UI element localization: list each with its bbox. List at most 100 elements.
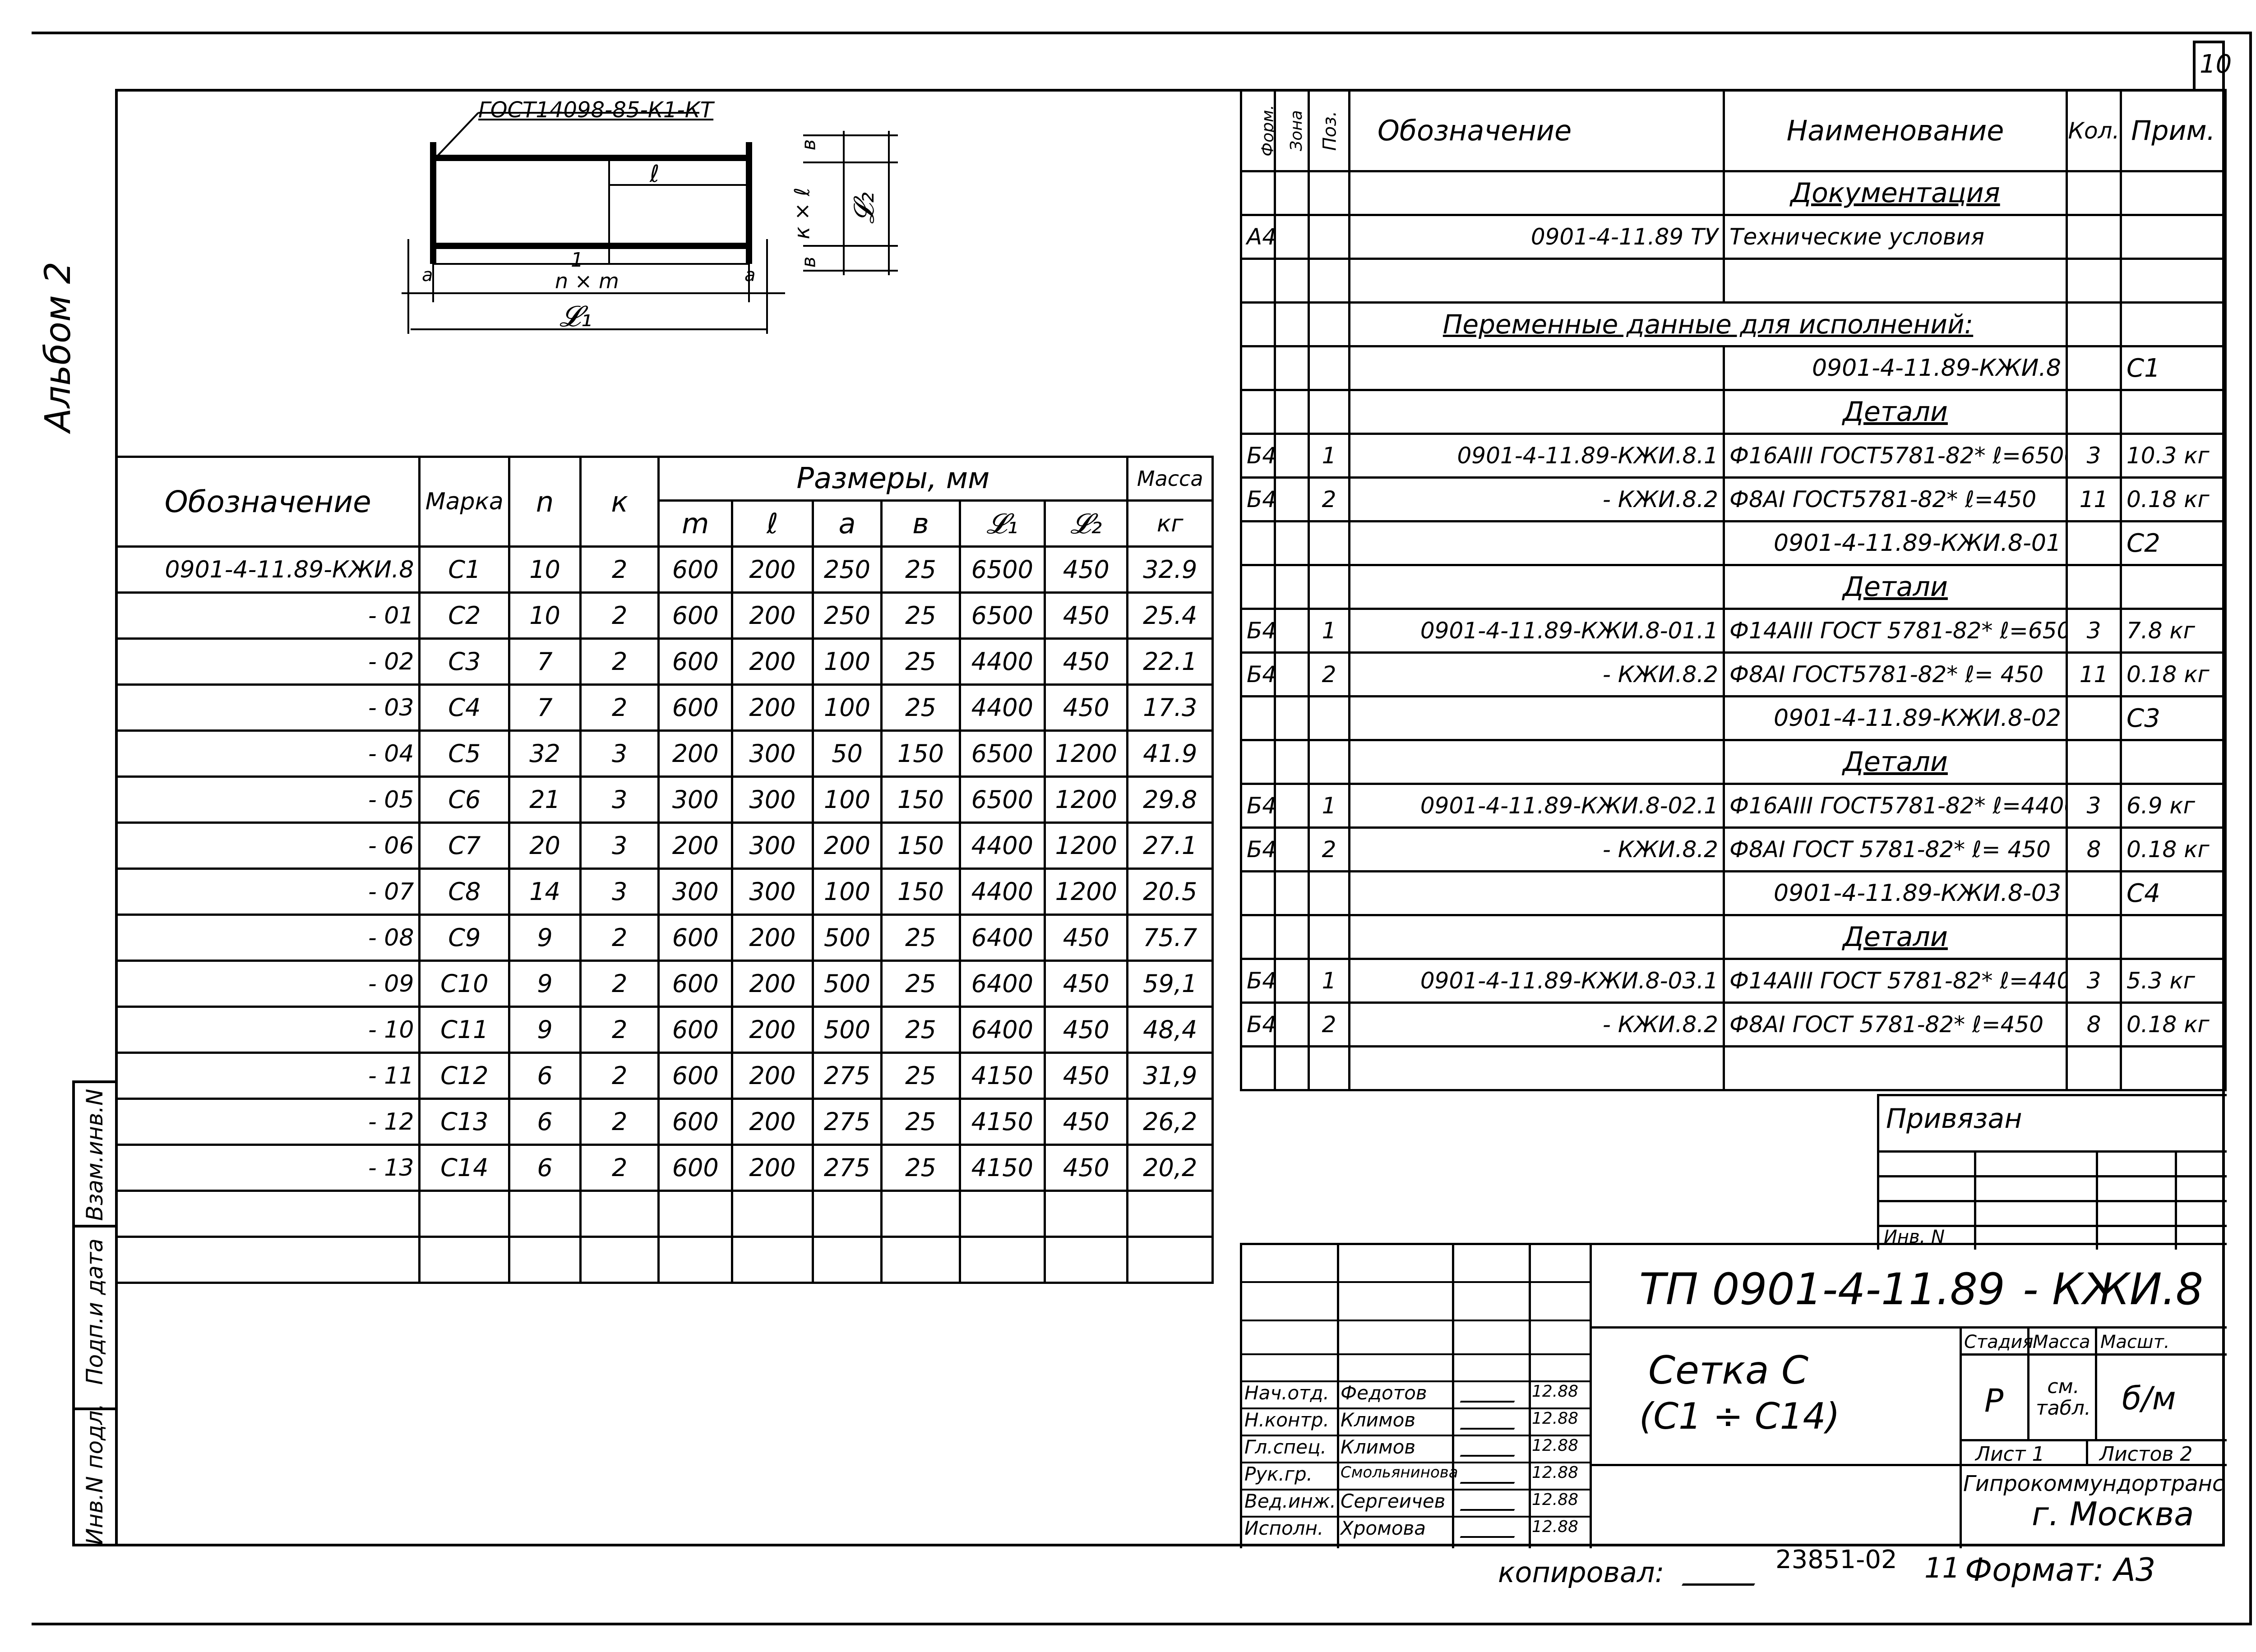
table-cell: 500 bbox=[811, 914, 883, 962]
col-head-k: к bbox=[579, 456, 660, 548]
table-cell: 200 bbox=[657, 821, 734, 870]
sub-head-m: m bbox=[657, 499, 734, 548]
spec-cell bbox=[2066, 520, 2122, 566]
table-cell: 25 bbox=[880, 960, 961, 1008]
table-cell: 1200 bbox=[1044, 821, 1129, 870]
table-cell: 21 bbox=[508, 775, 582, 824]
table-cell: 6400 bbox=[958, 914, 1046, 962]
spec-cell: - КЖИ.8.2 bbox=[1348, 1001, 1725, 1047]
table-cell: С2 bbox=[418, 591, 511, 640]
table-cell: 450 bbox=[1044, 591, 1129, 640]
table-cell: 200 bbox=[731, 914, 814, 962]
table-cell: 600 bbox=[657, 545, 734, 594]
table-cell: 450 bbox=[1044, 1098, 1129, 1146]
table-cell: 300 bbox=[657, 775, 734, 824]
staff-date: 12.88 bbox=[1532, 1436, 1579, 1455]
table-cell: 2 bbox=[579, 1144, 660, 1192]
table-cell: 2 bbox=[579, 683, 660, 732]
table-cell: 6400 bbox=[958, 1006, 1046, 1054]
staff-name: Смольянинова bbox=[1341, 1463, 1458, 1481]
table-cell: 6500 bbox=[958, 775, 1046, 824]
table-cell: 9 bbox=[508, 914, 582, 962]
table-cell: - 13 bbox=[115, 1144, 421, 1192]
spec-cell bbox=[1274, 301, 1310, 347]
spec-cell: 3 bbox=[2066, 608, 2122, 654]
table-cell: 600 bbox=[657, 1006, 734, 1054]
spec-cell bbox=[2120, 214, 2227, 260]
sub-head-l: ℓ bbox=[731, 499, 814, 548]
spec-cell bbox=[2120, 1045, 2227, 1091]
spec-cell: С1 bbox=[2120, 345, 2227, 391]
sub-head-b: в bbox=[880, 499, 961, 548]
table-cell: - 06 bbox=[115, 821, 421, 870]
table-cell: 2 bbox=[579, 914, 660, 962]
table-cell: 32 bbox=[508, 729, 582, 778]
spec-cell bbox=[1274, 389, 1310, 435]
spec-cell bbox=[1308, 214, 1350, 260]
table-cell: 20,2 bbox=[1126, 1144, 1214, 1192]
spec-cell: Технические условия bbox=[1723, 214, 2068, 260]
table-cell: С14 bbox=[418, 1144, 511, 1192]
mesh-drawing bbox=[402, 112, 898, 334]
table-cell: 275 bbox=[811, 1144, 883, 1192]
spec-cell: Б4 bbox=[1240, 608, 1276, 654]
table-cell: - 05 bbox=[115, 775, 421, 824]
copy-sheet: 11 bbox=[1924, 1551, 1960, 1584]
spec-cell: Б4 bbox=[1240, 1001, 1276, 1047]
table-cell: 9 bbox=[508, 960, 582, 1008]
frame-top bbox=[115, 89, 2224, 92]
spec-cell bbox=[1308, 345, 1350, 391]
spec-row: Детали bbox=[1240, 389, 2227, 435]
spec-cell bbox=[1274, 739, 1310, 785]
spec-cell: 2 bbox=[1308, 651, 1350, 697]
spec-cell: 0.18 кг bbox=[2120, 651, 2227, 697]
staff-signature bbox=[1460, 1442, 1521, 1457]
table-cell: 4400 bbox=[958, 637, 1046, 686]
table-cell: 275 bbox=[811, 1052, 883, 1100]
table-cell: 450 bbox=[1044, 545, 1129, 594]
spec-cell bbox=[2066, 345, 2122, 391]
spec-cell: 2 bbox=[1308, 826, 1350, 872]
table-cell: 2 bbox=[579, 1052, 660, 1100]
spec-cell bbox=[1348, 170, 1725, 216]
dim-label-kxl: к × ℓ bbox=[790, 187, 814, 240]
dim-label-one: 1 bbox=[571, 249, 583, 272]
table-cell: 250 bbox=[811, 591, 883, 640]
spec-cell bbox=[1308, 301, 1350, 347]
table-cell: 25 bbox=[880, 683, 961, 732]
spec-cell: Ф8АI ГОСТ 5781-82* ℓ=450 bbox=[1723, 1001, 2068, 1047]
doc-code: ТП 0901-4-11.89 bbox=[1639, 1264, 2005, 1315]
table-cell: 4150 bbox=[958, 1144, 1046, 1192]
spec-cell: 0901-4-11.89-КЖИ.8-01 bbox=[1723, 520, 2068, 566]
table-cell: - 01 bbox=[115, 591, 421, 640]
table-cell: 3 bbox=[579, 821, 660, 870]
spec-cell bbox=[2066, 258, 2122, 304]
spec-cell: 0.18 кг bbox=[2120, 476, 2227, 522]
table-cell: 4400 bbox=[958, 868, 1046, 916]
table-cell: 2 bbox=[579, 637, 660, 686]
table-cell: 200 bbox=[731, 1144, 814, 1192]
spec-cell bbox=[1348, 520, 1725, 566]
spec-cell: 1 bbox=[1308, 958, 1350, 1004]
spec-cell: Б4 bbox=[1240, 783, 1276, 829]
spec-cell: Б4 bbox=[1240, 651, 1276, 697]
spec-cell: 8 bbox=[2066, 1001, 2122, 1047]
page-number: 10 bbox=[2200, 50, 2232, 79]
spec-cell bbox=[1274, 564, 1310, 610]
table-cell: 48,4 bbox=[1126, 1006, 1214, 1054]
spec-cell bbox=[1308, 1045, 1350, 1091]
spec-cell bbox=[1274, 695, 1310, 741]
table-cell: 7 bbox=[508, 683, 582, 732]
table-cell: 600 bbox=[657, 1098, 734, 1146]
table-cell: С5 bbox=[418, 729, 511, 778]
staff-name: Климов bbox=[1341, 1436, 1416, 1458]
spec-cell bbox=[1240, 870, 1276, 916]
table-cell: 2 bbox=[579, 545, 660, 594]
spec-cell bbox=[2120, 170, 2227, 216]
